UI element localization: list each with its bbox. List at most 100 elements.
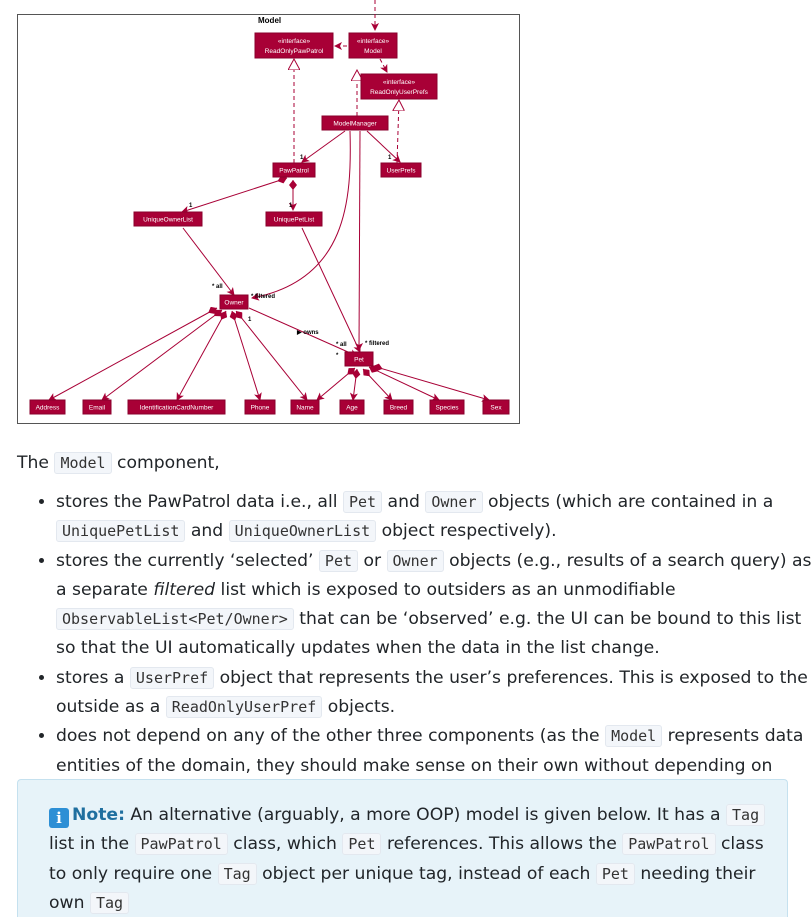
- label-sex: Sex: [490, 405, 502, 412]
- node-pet: [344, 351, 374, 367]
- info-icon: i: [49, 808, 69, 828]
- b4-text: does not depend on any of the other thre…: [56, 726, 606, 747]
- code-pet: Pet: [342, 491, 383, 513]
- code-pawpatrol: PawPatrol: [622, 833, 716, 856]
- node-email: [82, 399, 112, 415]
- label-all-owner: * all: [212, 284, 223, 290]
- b2-text: or: [358, 550, 387, 571]
- code-model: Model: [605, 725, 663, 748]
- b2-text: that can be ‘observed’ e.g. the UI can b…: [56, 609, 802, 659]
- model-intro: The Model component,: [17, 450, 220, 476]
- node-model-manager: [321, 115, 389, 131]
- node-userprefs: [380, 162, 422, 178]
- b3-text: object that represents the user’s prefer…: [56, 667, 808, 718]
- mult-1-pawpatrol: 1: [300, 155, 304, 161]
- label-unique-pet-list: UniquePetList: [274, 217, 315, 224]
- label-age: Age: [346, 405, 358, 412]
- b1-text: objects (which are contained in a: [482, 492, 774, 512]
- label-filtered-owner: * filtered: [251, 294, 275, 300]
- b2-text: list which is exposed to outsiders as an…: [215, 579, 676, 600]
- node-readonly-pawpatrol: [254, 32, 334, 59]
- label-filtered-pet: * filtered: [365, 341, 389, 347]
- list-item: stores a UserPref object that represents…: [56, 664, 812, 723]
- list-item: stores the PawPatrol data i.e., all Pet …: [56, 488, 812, 547]
- label-name: Name: [296, 405, 314, 412]
- b1-text: stores the PawPatrol data i.e., all: [56, 492, 343, 512]
- note-text: class to only require one: [49, 834, 764, 884]
- note-title: Note:: [72, 805, 125, 825]
- label-readonly-userprefs: ReadOnlyUserPrefs: [370, 89, 429, 96]
- label-owns: ▶ owns: [296, 329, 319, 336]
- label-readonly-pawpatrol: ReadOnlyPawPatrol: [265, 48, 324, 55]
- label-pet: Pet: [354, 357, 364, 364]
- b2-text: stores the currently ‘selected’: [56, 550, 319, 571]
- label-breed: Breed: [390, 405, 408, 412]
- code-tag: Tag: [217, 862, 257, 885]
- note-text: class, which: [227, 834, 343, 855]
- intro-text-end: component,: [111, 453, 220, 473]
- node-readonly-userprefs: [360, 73, 438, 100]
- node-unique-pet-list: [265, 211, 323, 227]
- code-observable-list: ObservableList<Pet/Owner>: [56, 608, 294, 631]
- label-pawpatrol: PawPatrol: [279, 168, 309, 175]
- package-title: Model: [258, 16, 281, 25]
- node-address: [29, 399, 66, 415]
- node-name: [290, 399, 320, 415]
- b4-text: represents data entities of the domain, …: [56, 726, 804, 805]
- note-text: references. This allows the: [381, 834, 623, 855]
- node-sex: [482, 399, 510, 415]
- label-email: Email: [89, 405, 106, 412]
- label-star-owns: *: [336, 353, 339, 359]
- node-age: [339, 399, 365, 415]
- note-text: list in the: [49, 834, 135, 855]
- list-item: stores the currently ‘selected’ Pet or O…: [56, 547, 812, 664]
- stereotype-model: «interface»: [357, 38, 390, 45]
- mult-1-pet-list: 1: [289, 203, 293, 209]
- list-item: does not depend on any of the other thre…: [56, 722, 812, 810]
- b1-text: and: [382, 492, 426, 512]
- note-text: object per unique tag, instead of each: [256, 863, 596, 884]
- node-species: [429, 399, 465, 415]
- label-model-manager: ModelManager: [333, 121, 377, 128]
- label-all-pet: * all: [336, 342, 347, 348]
- label-userprefs: UserPrefs: [387, 168, 417, 175]
- emphasis-filtered: filtered: [153, 579, 216, 600]
- mult-1-owns: 1: [248, 317, 252, 323]
- code-tag: Tag: [89, 891, 130, 914]
- stereotype-readonly-userprefs: «interface»: [383, 79, 416, 86]
- code-pet: Pet: [595, 862, 635, 885]
- code-model: Model: [54, 452, 112, 474]
- b1-text: and: [185, 521, 229, 542]
- node-model: [348, 32, 398, 59]
- node-identification-card-number: [127, 399, 226, 415]
- stereotype-readonly-pawpatrol: «interface»: [278, 38, 311, 45]
- code-owner: Owner: [425, 491, 483, 513]
- label-address: Address: [36, 405, 61, 412]
- code-readonly-userpref: ReadOnlyUserPref: [165, 696, 323, 719]
- responsibility-list: stores the PawPatrol data i.e., all Pet …: [28, 488, 812, 810]
- code-unique-pet-list: UniquePetList: [56, 520, 186, 543]
- note-text: needing their own: [49, 863, 756, 913]
- label-identification-card-number: IdentificationCardNumber: [140, 405, 215, 412]
- node-phone: [244, 399, 276, 415]
- node-breed: [383, 399, 414, 415]
- code-pet: Pet: [342, 833, 382, 856]
- code-pet: Pet: [318, 549, 359, 572]
- code-pawpatrol: PawPatrol: [134, 833, 228, 856]
- label-owner: Owner: [224, 300, 244, 307]
- node-pawpatrol: [272, 162, 316, 178]
- code-tag: Tag: [726, 804, 766, 826]
- code-unique-owner-list: UniqueOwnerList: [228, 520, 377, 543]
- note-text: An alternative (arguably, a more OOP) mo…: [124, 805, 727, 825]
- code-owner: Owner: [386, 549, 444, 572]
- b3-text: objects.: [322, 697, 396, 718]
- node-unique-owner-list: [133, 211, 203, 227]
- label-model: Model: [364, 48, 382, 55]
- label-unique-owner-list: UniqueOwnerList: [143, 217, 193, 224]
- code-userpref: UserPref: [129, 666, 215, 689]
- b2-text: objects (e.g., results of a search query…: [56, 550, 812, 600]
- mult-1-userprefs: 1: [388, 155, 392, 161]
- model-class-diagram: Model 1 1 1 1 1 * all * filtered: [17, 0, 520, 424]
- intro-text: The: [17, 453, 55, 473]
